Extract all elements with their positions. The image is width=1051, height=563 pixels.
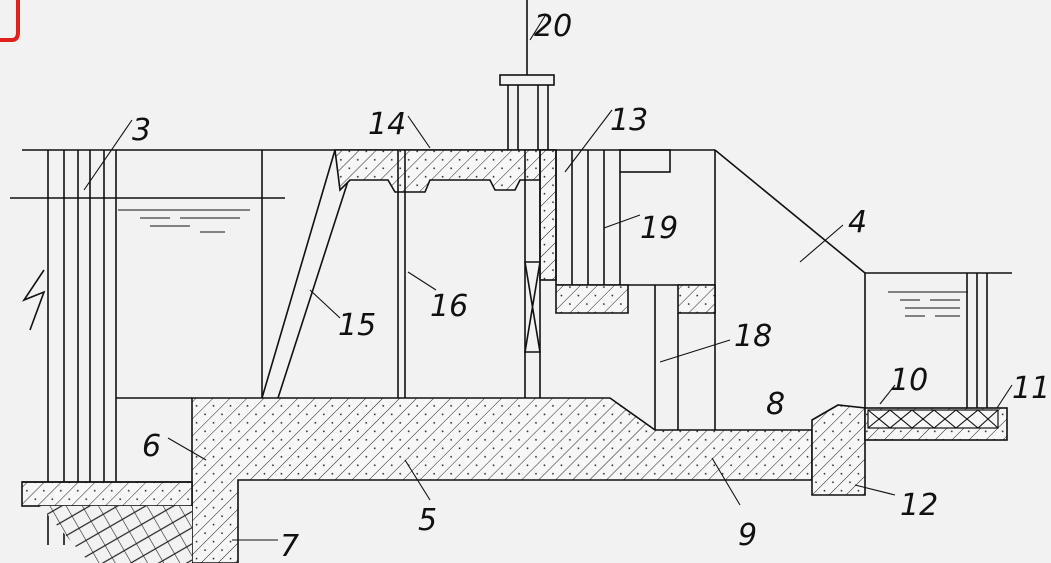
pier-cap (677, 284, 716, 314)
label-3: 3 (132, 113, 151, 148)
label-18: 18 (734, 319, 772, 354)
hoist-column (499, 0, 555, 150)
cutoff-block (811, 404, 866, 496)
label-11: 11 (1012, 371, 1050, 406)
gate-slot (524, 149, 605, 398)
label-7: 7 (280, 529, 299, 563)
label-9: 9 (738, 518, 757, 553)
label-4: 4 (848, 205, 867, 240)
label-6: 6 (142, 429, 161, 464)
apron (864, 407, 1008, 441)
leader-lines (83, 15, 1013, 541)
label-16: 16 (430, 289, 468, 324)
vertical-rod (397, 150, 406, 398)
label-14: 14 (368, 107, 406, 142)
lower-beam (555, 284, 629, 314)
top-beam (334, 149, 556, 193)
label-13: 13 (610, 103, 648, 138)
ground-fill-left (21, 481, 193, 507)
left-water-marks (118, 209, 250, 233)
label-20: 20 (534, 9, 572, 44)
soil-hatch-left (40, 506, 192, 563)
pier (654, 285, 679, 430)
sheet-piles-left (21, 150, 117, 545)
inclined-screen (261, 149, 351, 399)
label-19: 19 (640, 211, 678, 246)
label-8: 8 (766, 387, 785, 422)
corner-mark (0, 0, 20, 42)
label-12: 12 (900, 488, 938, 523)
label-15: 15 (338, 308, 376, 343)
right-piles (966, 273, 988, 408)
right-water-marks (888, 291, 968, 317)
label-10: 10 (890, 363, 928, 398)
label-5: 5 (418, 503, 437, 538)
